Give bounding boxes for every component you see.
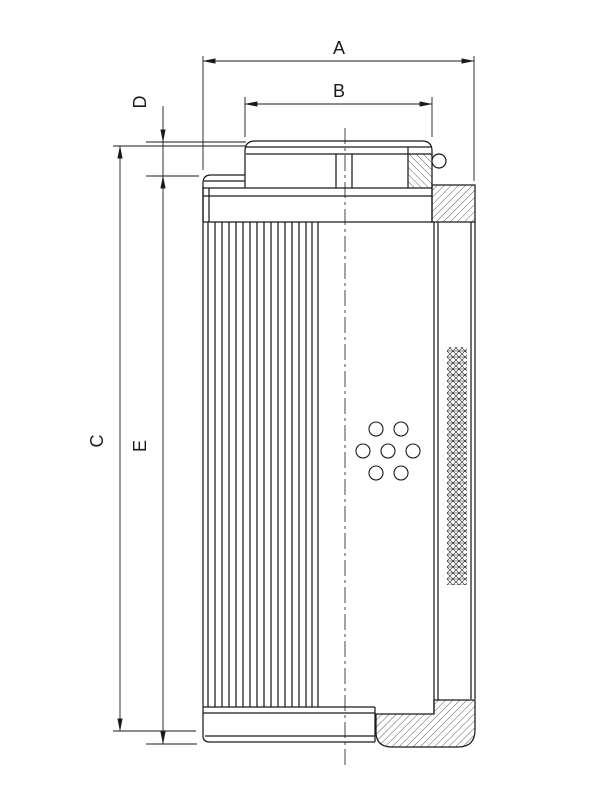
bypass-spring <box>447 347 467 585</box>
oring-seal <box>431 153 447 169</box>
dimension-a-label: A <box>333 38 345 58</box>
dimension-e-label: E <box>130 440 150 452</box>
dimension-c-label: C <box>87 435 107 448</box>
bottom-end-cap <box>203 706 376 742</box>
shell-top-flange <box>431 184 476 223</box>
shell-bottom-cup <box>375 699 476 748</box>
dimension-a: A <box>202 38 475 181</box>
dimension-c: C <box>87 145 246 732</box>
dimension-e: E <box>130 175 199 745</box>
dimension-d-label: D <box>130 96 150 109</box>
dimension-b-label: B <box>333 81 345 101</box>
perforation-holes <box>355 421 421 481</box>
top-cap <box>202 140 447 189</box>
dimension-d: D <box>130 96 246 176</box>
cap-wall-section <box>407 153 433 189</box>
element-left-edge <box>202 188 375 743</box>
cap-ledge <box>202 174 245 188</box>
top-end-cap <box>202 187 433 223</box>
filter-media-pleats <box>202 188 375 743</box>
dimension-b: B <box>244 81 433 137</box>
shell-wall-right <box>433 222 476 713</box>
